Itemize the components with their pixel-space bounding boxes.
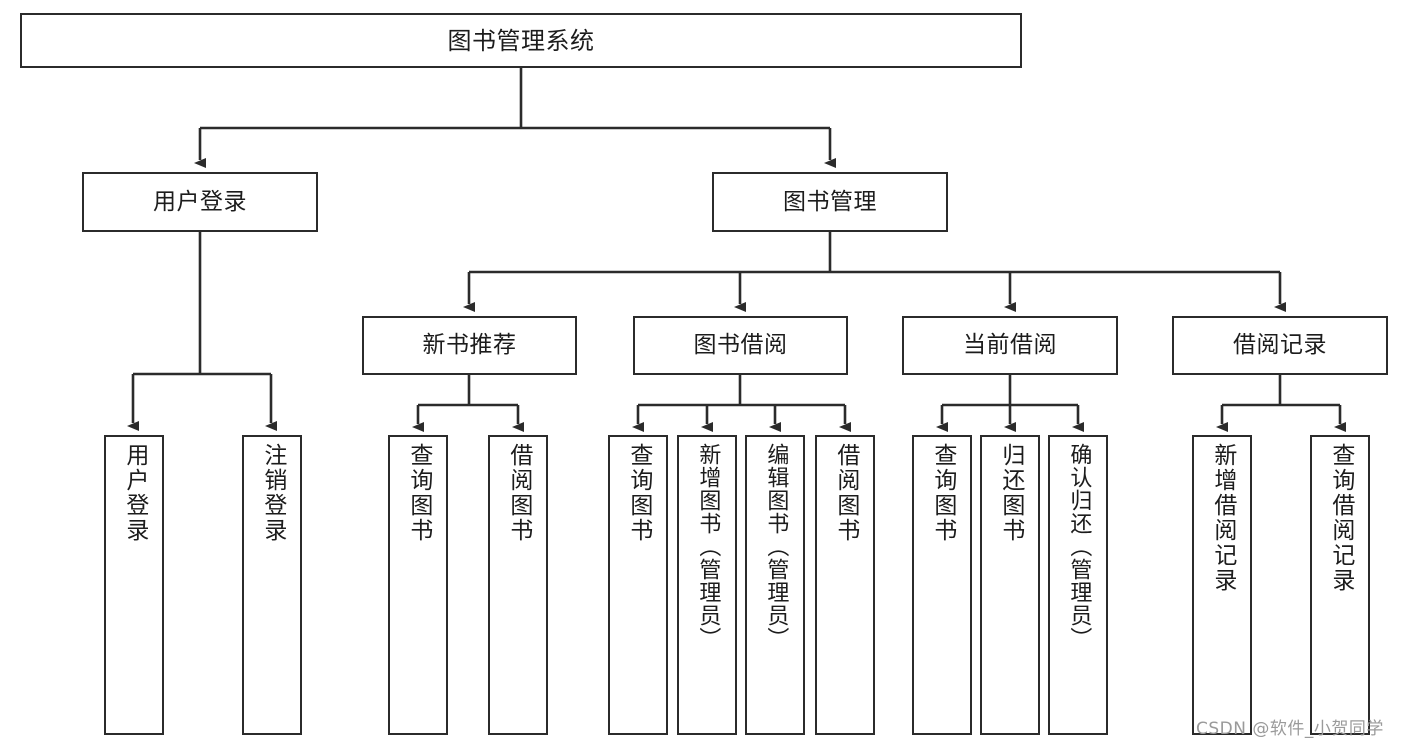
node-book-borrow-label: 图书借阅 xyxy=(693,332,788,358)
node-leaf-user-login[interactable]: 用户登录 xyxy=(104,435,164,735)
node-current-borrow-label: 当前借阅 xyxy=(963,332,1057,358)
node-leaf-query-book-1-label: 查询图书 xyxy=(405,443,432,543)
node-leaf-confirm-return-admin[interactable]: 确认归还（管理员） xyxy=(1048,435,1108,735)
node-leaf-query-book-1[interactable]: 查询图书 xyxy=(388,435,448,735)
node-leaf-add-borrow-record[interactable]: 新增借阅记录 xyxy=(1192,435,1252,735)
node-book-borrow[interactable]: 图书借阅 xyxy=(633,316,848,375)
node-leaf-query-book-2-label: 查询图书 xyxy=(625,443,652,543)
node-leaf-user-login-label: 用户登录 xyxy=(121,443,148,543)
node-new-book-recommend[interactable]: 新书推荐 xyxy=(362,316,577,375)
node-leaf-query-book-3-label: 查询图书 xyxy=(929,443,956,543)
node-leaf-add-book-admin-label: 新增图书（管理员） xyxy=(695,443,721,650)
node-leaf-query-book-2[interactable]: 查询图书 xyxy=(608,435,668,735)
node-book-management-label: 图书管理 xyxy=(783,188,877,215)
node-leaf-add-borrow-record-label: 新增借阅记录 xyxy=(1209,443,1236,593)
node-leaf-confirm-return-admin-label: 确认归还（管理员） xyxy=(1066,443,1092,650)
node-leaf-logout-login[interactable]: 注销登录 xyxy=(242,435,302,735)
node-leaf-borrow-book-2-label: 借阅图书 xyxy=(832,443,859,543)
node-borrow-record[interactable]: 借阅记录 xyxy=(1172,316,1388,375)
node-current-borrow[interactable]: 当前借阅 xyxy=(902,316,1118,375)
node-leaf-add-book-admin[interactable]: 新增图书（管理员） xyxy=(677,435,737,735)
node-leaf-edit-book-admin[interactable]: 编辑图书（管理员） xyxy=(745,435,805,735)
node-leaf-return-book-label: 归还图书 xyxy=(997,443,1024,543)
node-leaf-query-borrow-record-label: 查询借阅记录 xyxy=(1327,443,1354,593)
node-root-system[interactable]: 图书管理系统 xyxy=(20,13,1022,68)
node-leaf-logout-login-label: 注销登录 xyxy=(259,443,286,543)
node-leaf-borrow-book-2[interactable]: 借阅图书 xyxy=(815,435,875,735)
node-user-login[interactable]: 用户登录 xyxy=(82,172,318,232)
csdn-watermark: CSDN @软件_小贺同学 xyxy=(1196,719,1384,739)
node-leaf-return-book[interactable]: 归还图书 xyxy=(980,435,1040,735)
node-user-login-label: 用户登录 xyxy=(153,188,247,215)
node-book-management[interactable]: 图书管理 xyxy=(712,172,948,232)
node-leaf-edit-book-admin-label: 编辑图书（管理员） xyxy=(763,443,789,650)
node-leaf-query-book-3[interactable]: 查询图书 xyxy=(912,435,972,735)
node-leaf-borrow-book-1-label: 借阅图书 xyxy=(505,443,532,543)
node-leaf-query-borrow-record[interactable]: 查询借阅记录 xyxy=(1310,435,1370,735)
node-leaf-borrow-book-1[interactable]: 借阅图书 xyxy=(488,435,548,735)
node-new-book-recommend-label: 新书推荐 xyxy=(422,332,517,358)
node-root-label: 图书管理系统 xyxy=(447,26,595,55)
node-borrow-record-label: 借阅记录 xyxy=(1233,332,1327,358)
